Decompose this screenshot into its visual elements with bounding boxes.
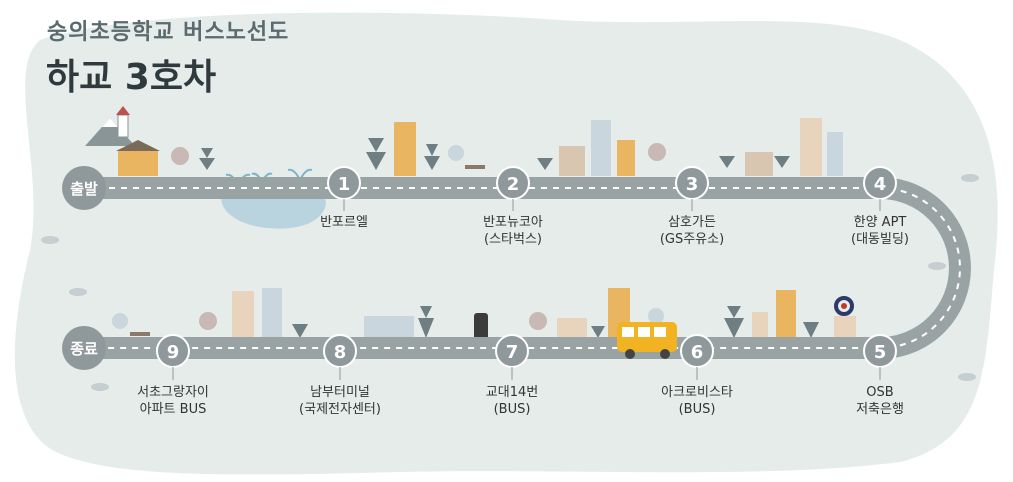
stop-label-4-line1: 한양 APT — [853, 215, 907, 230]
stop-label-3-line2: (GS주유소) — [659, 232, 725, 247]
bench-icons — [130, 165, 485, 336]
stop-marker-4: 4 — [863, 166, 897, 200]
stop-label-6-line2: (BUS) — [678, 402, 716, 417]
building-icons — [116, 118, 856, 342]
stop-number-7: 7 — [506, 342, 519, 363]
stop-label-6-line1: 아크로비스타 — [661, 385, 733, 400]
stop-label-7: 교대14번 (BUS) — [442, 384, 582, 418]
stop-marker-8: 8 — [323, 334, 357, 368]
stop-number-4: 4 — [874, 174, 887, 195]
stop-label-7-line1: 교대14번 — [485, 385, 539, 400]
stop-marker-3: 3 — [675, 166, 709, 200]
stop-label-9-line1: 서초그랑자이 — [137, 385, 209, 400]
tree-icons — [199, 138, 819, 338]
stop-marker-1: 1 — [327, 166, 361, 200]
stop-marker-5: 5 — [863, 334, 897, 368]
stop-label-2: 반포뉴코아 (스타벅스) — [443, 214, 583, 248]
stop-marker-9: 9 — [156, 334, 190, 368]
stop-label-8-line1: 남부터미널 — [310, 385, 370, 400]
round-tree-icons — [112, 143, 666, 330]
stop-label-9-line2: 아파트 BUS — [139, 402, 207, 417]
cloud-icons — [41, 174, 979, 391]
stop-marker-7: 7 — [495, 334, 529, 368]
stop-leader-lines — [172, 199, 881, 380]
stop-label-8: 남부터미널 (국제전자센터) — [270, 384, 410, 418]
end-label: 종료 — [70, 340, 98, 358]
stop-number-5: 5 — [874, 342, 887, 363]
stop-number-8: 8 — [334, 342, 347, 363]
stop-label-2-line1: 반포뉴코아 — [483, 215, 543, 230]
start-label: 출발 — [70, 180, 98, 198]
mountain-icon — [85, 106, 135, 146]
stop-number-9: 9 — [167, 342, 180, 363]
stop-label-6: 아크로비스타 (BUS) — [627, 384, 767, 418]
stop-label-3-line1: 삼호가든 — [668, 215, 716, 230]
page-title: 하교 3호차 — [46, 57, 217, 98]
stop-label-8-line2: (국제전자센터) — [299, 402, 381, 417]
stop-label-4-line2: (대동빌딩) — [851, 232, 909, 247]
start-marker: 출발 — [62, 166, 106, 210]
road-center-line — [85, 187, 961, 349]
stop-number-2: 2 — [507, 174, 520, 195]
stop-label-5: OSB 저축은행 — [810, 384, 950, 418]
stop-label-1: 반포르엘 — [274, 214, 414, 231]
stop-label-5-line1: OSB — [866, 385, 894, 400]
end-marker: 종료 — [62, 326, 106, 370]
stop-number-6: 6 — [691, 342, 704, 363]
stop-label-7-line2: (BUS) — [493, 402, 531, 417]
stop-number-1: 1 — [338, 174, 351, 195]
page-subtitle: 숭의초등학교 버스노선도 — [47, 20, 290, 45]
background-blob — [14, 12, 998, 475]
stop-label-3: 삼호가든 (GS주유소) — [622, 214, 762, 248]
stop-label-5-line2: 저축은행 — [856, 402, 904, 417]
stop-label-4: 한양 APT (대동빌딩) — [810, 214, 950, 248]
stop-label-1-line1: 반포르엘 — [320, 215, 368, 230]
osb-logo-icon — [834, 296, 854, 316]
stop-marker-2: 2 — [496, 166, 530, 200]
stop-label-2-line2: (스타벅스) — [484, 232, 542, 247]
stop-marker-6: 6 — [680, 334, 714, 368]
bus-icon — [617, 322, 677, 359]
stop-number-3: 3 — [686, 174, 699, 195]
